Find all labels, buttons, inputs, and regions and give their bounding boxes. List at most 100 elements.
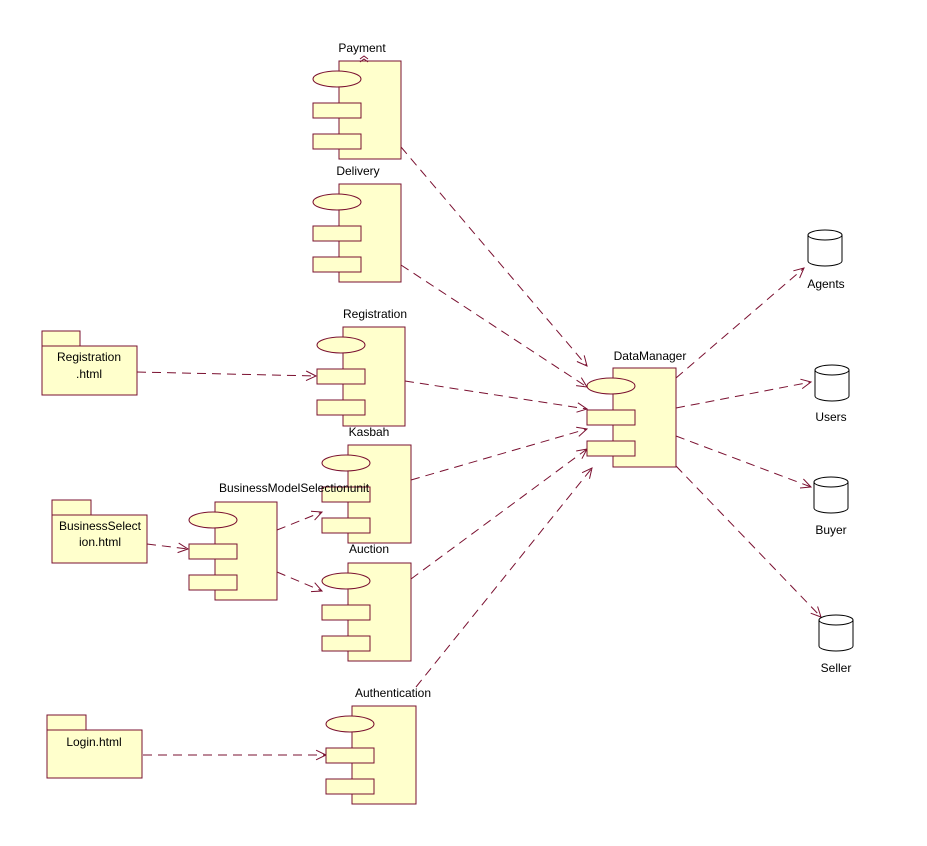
- arrowhead: [576, 377, 588, 388]
- interface-ellipse: [188, 511, 238, 529]
- database-top: [813, 476, 849, 488]
- page-business-selection-html[interactable]: BusinessSelect ion.html: [51, 499, 148, 564]
- dependency-registration-to-data-manager: [404, 380, 589, 413]
- dependency-line: [410, 428, 588, 481]
- component-port: [325, 778, 375, 795]
- page-tab: [51, 499, 92, 516]
- dependency-arrows: [136, 146, 822, 761]
- page-login-html[interactable]: Login.html: [46, 714, 143, 779]
- arrowhead: [810, 606, 822, 618]
- dependency-business-model-to-auction: [276, 571, 324, 593]
- component-port: [312, 225, 362, 242]
- database-cylinder: [807, 235, 843, 267]
- interface-ellipse: [321, 454, 371, 472]
- page-tab: [46, 714, 87, 731]
- dependency-data-manager-to-buyer: [675, 435, 813, 489]
- component-port: [586, 440, 636, 457]
- database-users[interactable]: Users: [814, 364, 850, 424]
- stereotype-mark: [359, 55, 369, 63]
- arrowhead: [800, 378, 813, 389]
- page-label: BusinessSelect: [59, 519, 142, 533]
- arrowhead: [576, 402, 589, 413]
- component-delivery[interactable]: Delivery: [312, 164, 402, 283]
- interface-ellipse: [321, 572, 371, 590]
- dependency-line: [415, 467, 593, 688]
- component-label: Kasbah: [349, 425, 390, 439]
- component-port: [312, 133, 362, 150]
- database-top: [807, 229, 843, 241]
- database-buyer[interactable]: Buyer: [813, 476, 849, 537]
- dependency-line: [276, 571, 323, 592]
- component-label: Delivery: [336, 164, 379, 178]
- dependency-auction-to-data-manager: [410, 448, 588, 580]
- component-label: Auction: [349, 542, 389, 556]
- database-cylinder: [813, 482, 849, 514]
- page-body: [51, 514, 148, 564]
- database-top: [814, 364, 850, 376]
- dependency-login-html-to-authentication: [143, 749, 328, 761]
- arrowhead: [310, 582, 324, 593]
- interface-ellipse: [316, 336, 366, 354]
- database-cylinder: [818, 620, 854, 652]
- component-kasbah[interactable]: Kasbah: [321, 425, 412, 544]
- page-body: [41, 345, 138, 396]
- component-data-manager[interactable]: DataManager: [586, 349, 686, 468]
- interface-ellipse: [325, 715, 375, 733]
- dependency-line: [410, 448, 588, 580]
- component-label: BusinessModelSelectionunit: [219, 481, 370, 495]
- page-body: [46, 729, 143, 779]
- dependency-line: [675, 381, 812, 409]
- arrowhead: [310, 510, 324, 521]
- arrowhead: [576, 355, 588, 367]
- component-port: [188, 543, 238, 560]
- component-port: [321, 604, 371, 621]
- component-label: Payment: [338, 41, 386, 55]
- component-port: [321, 517, 371, 534]
- arrowhead: [581, 467, 593, 479]
- page-tab: [41, 330, 81, 347]
- diagram-nodes: PaymentDeliveryRegistrationKasbahBusines…: [41, 41, 854, 805]
- arrowhead: [177, 542, 190, 554]
- component-auction[interactable]: Auction: [321, 542, 412, 662]
- dependency-line: [404, 380, 588, 410]
- database-cylinder: [814, 370, 850, 402]
- component-authentication[interactable]: Authentication: [325, 686, 431, 805]
- database-label: Seller: [821, 661, 852, 675]
- page-label: .html: [76, 367, 102, 381]
- component-port: [325, 747, 375, 764]
- arrowhead: [305, 370, 318, 382]
- component-port: [316, 368, 366, 385]
- component-port: [321, 486, 371, 503]
- dependency-line: [675, 465, 822, 618]
- component-port: [312, 102, 362, 119]
- component-label: Authentication: [355, 686, 431, 700]
- database-label: Buyer: [815, 523, 846, 537]
- page-label: Login.html: [66, 735, 121, 749]
- interface-ellipse: [312, 70, 362, 88]
- database-seller[interactable]: Seller: [818, 614, 854, 675]
- component-port: [188, 574, 238, 591]
- dependency-data-manager-to-agents: [675, 267, 805, 379]
- component-registration[interactable]: Registration: [316, 307, 407, 427]
- component-port: [316, 399, 366, 416]
- dependency-delivery-to-data-manager: [400, 264, 588, 388]
- dependency-line: [136, 371, 317, 377]
- dependency-authentication-to-data-manager: [415, 467, 593, 688]
- interface-ellipse: [586, 377, 636, 395]
- arrowhead: [576, 426, 589, 437]
- database-label: Users: [815, 410, 846, 424]
- component-payment[interactable]: Payment: [312, 41, 402, 160]
- database-agents[interactable]: Agents: [807, 229, 845, 291]
- arrowhead: [799, 478, 813, 489]
- component-port: [586, 409, 636, 426]
- database-label: Agents: [807, 277, 844, 291]
- dependency-line: [400, 264, 588, 388]
- component-business-model[interactable]: BusinessModelSelectionunit: [188, 481, 370, 601]
- dependency-kasbah-to-data-manager: [410, 426, 589, 481]
- component-port: [312, 256, 362, 273]
- page-label: ion.html: [79, 535, 121, 549]
- page-registration-html[interactable]: Registration.html: [41, 330, 138, 396]
- dependency-line: [276, 511, 323, 531]
- dependency-data-manager-to-users: [675, 378, 813, 409]
